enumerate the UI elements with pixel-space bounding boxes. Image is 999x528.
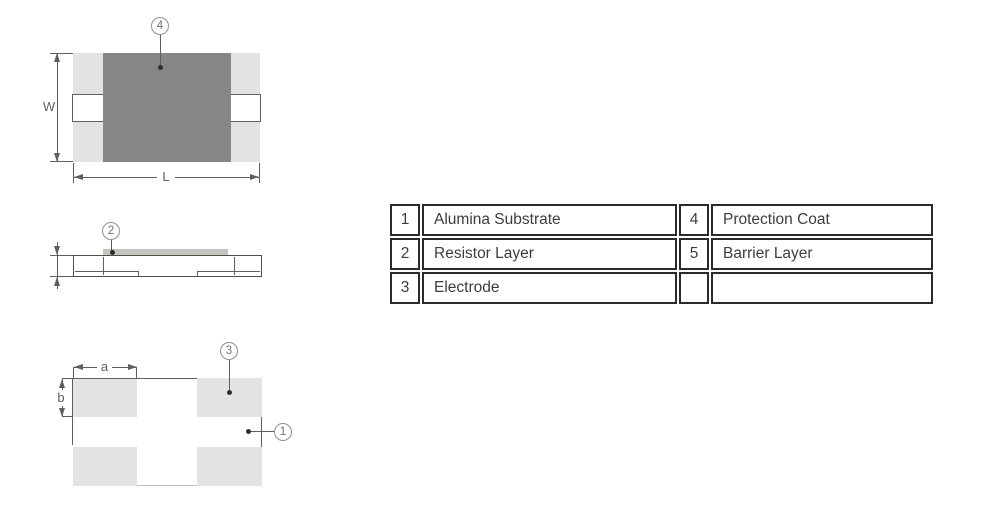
- a-dim-label: a: [97, 359, 112, 375]
- callout-4-circle: 4: [151, 17, 169, 35]
- bottom-view-terminal-bottom-right: [197, 447, 262, 486]
- b-dim-label: b: [54, 390, 68, 406]
- callout-2-circle: 2: [102, 222, 120, 240]
- t-dim-arrow-down-icon: [54, 246, 60, 255]
- a-dim-hook-right: [136, 367, 137, 378]
- l-dim-hook-right: [259, 163, 260, 183]
- side-view-bottom-step-left: [75, 271, 138, 272]
- w-dim-arrow-down-icon: [54, 153, 60, 162]
- a-dim-arrow-left-icon: [74, 364, 83, 370]
- callout-3-leader-line: [229, 360, 230, 392]
- l-dim-arrow-left-icon: [74, 174, 83, 180]
- b-dim-arrow-up-icon: [59, 379, 65, 388]
- side-view-bottom-step-right: [197, 271, 260, 272]
- top-view-left-edge-line: [72, 94, 73, 122]
- part-name-cell: Alumina Substrate: [422, 204, 677, 236]
- side-view-body: [73, 255, 262, 277]
- side-view-step-riser-right: [197, 271, 198, 276]
- w-dim-label: W: [41, 99, 57, 115]
- part-name-cell: Electrode: [422, 272, 677, 304]
- t-dim-ext-top: [50, 255, 73, 256]
- w-dim-hook-bottom: [50, 161, 73, 162]
- a-dim-arrow-right-icon: [128, 364, 137, 370]
- bottom-view-terminal-top-left: [73, 378, 137, 417]
- table-row: 2 Resistor Layer 5 Barrier Layer: [390, 238, 933, 270]
- bottom-view-bottom-edge-line: [137, 485, 197, 486]
- part-number-cell: 5: [679, 238, 709, 270]
- callout-1-leader-line: [249, 431, 275, 432]
- side-view-left-endcap-line: [103, 257, 104, 275]
- t-dim-arrow-up-icon: [54, 277, 60, 286]
- bottom-view-right-edge-line: [261, 417, 262, 447]
- w-dim-line: [57, 53, 58, 162]
- parts-legend-table: 1 Alumina Substrate 4 Protection Coat 2 …: [388, 202, 935, 306]
- callout-1-dot: [246, 429, 251, 434]
- bottom-view-terminal-bottom-left: [73, 447, 137, 486]
- t-dim-ext-bottom: [50, 276, 73, 277]
- part-number-cell: 4: [679, 204, 709, 236]
- table-row: 1 Alumina Substrate 4 Protection Coat: [390, 204, 933, 236]
- top-view-right-edge-line: [260, 94, 261, 122]
- resistor-layer-strip: [103, 249, 228, 255]
- top-view-right-notch-top-line: [230, 94, 260, 95]
- w-dim-arrow-up-icon: [54, 53, 60, 62]
- side-view-right-endcap-line: [234, 257, 235, 275]
- callout-2-dot: [110, 250, 115, 255]
- a-dim-hook-left: [73, 367, 74, 378]
- t-dim-line: [57, 242, 58, 289]
- w-dim-hook-top: [50, 53, 73, 54]
- callout-2-leader-line: [111, 240, 112, 252]
- callout-1-circle: 1: [274, 423, 292, 441]
- table-row: 3 Electrode: [390, 272, 933, 304]
- part-name-cell: Resistor Layer: [422, 238, 677, 270]
- top-view-left-notch-bottom-line: [73, 121, 103, 122]
- bottom-view-top-edge-line: [73, 378, 197, 379]
- part-name-cell: Barrier Layer: [711, 238, 933, 270]
- callout-3-circle: 3: [220, 342, 238, 360]
- callout-3-dot: [227, 390, 232, 395]
- part-number-cell: [679, 272, 709, 304]
- side-view-step-riser-left: [138, 271, 139, 276]
- protection-coat-area: [103, 53, 231, 162]
- part-number-cell: 2: [390, 238, 420, 270]
- top-view-left-notch-top-line: [73, 94, 103, 95]
- part-name-cell: [711, 272, 933, 304]
- l-dim-hook-left: [73, 163, 74, 183]
- b-dim-arrow-down-icon: [59, 408, 65, 417]
- b-dim-hook-top: [62, 378, 73, 379]
- bottom-view-left-edge-line: [72, 378, 73, 445]
- part-number-cell: 3: [390, 272, 420, 304]
- part-name-cell: Protection Coat: [711, 204, 933, 236]
- b-dim-hook-bottom: [62, 416, 73, 417]
- callout-4-dot: [158, 65, 163, 70]
- part-number-cell: 1: [390, 204, 420, 236]
- top-view-right-notch-bottom-line: [230, 121, 260, 122]
- l-dim-arrow-right-icon: [250, 174, 259, 180]
- l-dim-label: L: [157, 169, 175, 186]
- callout-4-leader-line: [160, 35, 161, 67]
